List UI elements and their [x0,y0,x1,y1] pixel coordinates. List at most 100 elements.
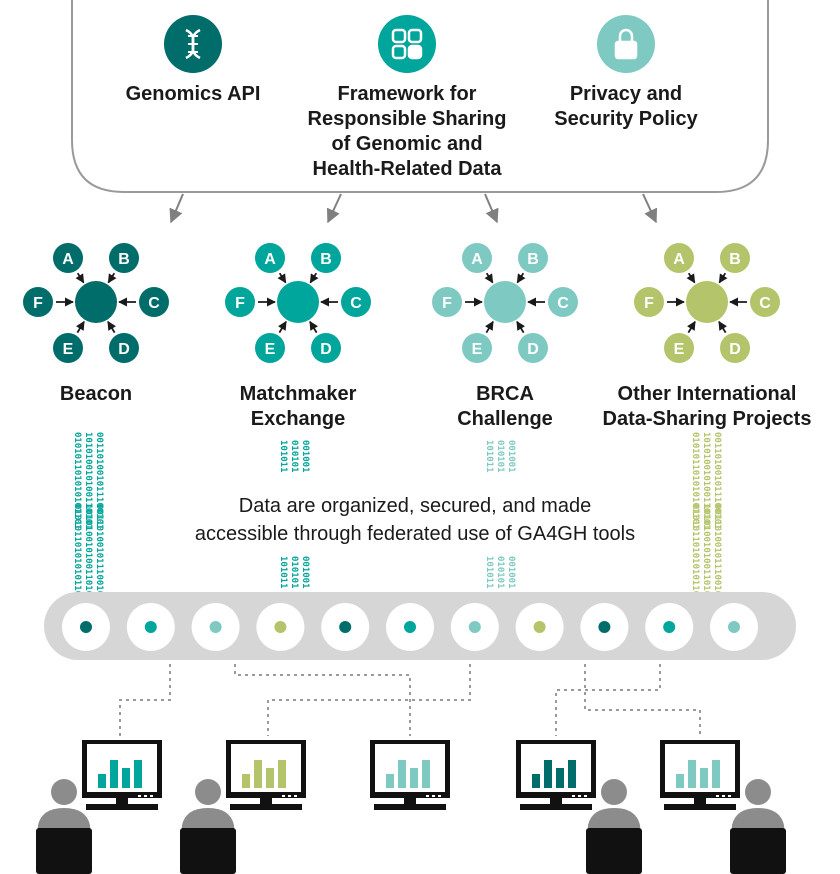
monitor-button [584,795,587,797]
binary-brca-upper-2: 001001 [506,440,516,473]
node-letter: B [729,251,741,268]
connector-5 [555,650,661,736]
dna-icon [185,28,201,60]
node-circle [109,333,139,363]
tool-label-line: Framework for [338,83,477,105]
tool-label-line: Genomics API [126,83,261,105]
monitor-base [230,804,302,810]
connector-lines [119,650,701,736]
node-letter: E [674,341,685,358]
node-circle [255,333,285,363]
node-letter: E [63,341,74,358]
binary-matchmaker-lower-1: 010101 [289,556,299,589]
connector-4 [584,650,701,736]
pipeline [44,592,796,660]
node-circle [432,287,462,317]
monitor-button [138,795,141,797]
node-circle [311,333,341,363]
node-letter: C [759,295,771,312]
grid-apps-icon [391,28,423,60]
binary-other-lower-0: 010101101010101101 [690,504,700,602]
monitor-base [86,804,158,810]
node-circle [225,287,255,317]
network-label-line: Beacon [60,383,132,405]
user-head [601,779,627,805]
binary-other-lower-2: 001101001011100101 [712,504,722,602]
monitor-base [520,804,592,810]
network-label-line: Other International [618,383,797,405]
node-letter: B [527,251,539,268]
binary-beacon-upper-2: 001101001011100101 [94,432,104,530]
network-label-line: Exchange [251,408,345,430]
binary-brca-lower-2: 001001 [506,556,516,589]
node-circle [311,243,341,273]
node-circle [634,287,664,317]
user-head [195,779,221,805]
workstation-1 [180,740,306,874]
node-arrow [516,272,526,284]
binary-beacon-upper-1: 101010010100110101 [83,432,93,530]
node-circle [750,287,780,317]
node-letter: A [264,251,276,268]
monitor-stand [116,798,128,804]
user-silhouette [730,779,786,874]
workstation-3 [516,740,642,874]
node-letter: D [729,341,741,358]
screen-bar [254,760,262,788]
pipeline-dot [80,621,92,633]
screen-bar [688,760,696,788]
binary-other-lower-1: 101010010100110101 [701,504,711,602]
node-circle [462,243,492,273]
node-letter: E [472,341,483,358]
monitor-stand [260,798,272,804]
screen-bar [422,760,430,788]
screen-bar [134,760,142,788]
node-letter: C [557,295,569,312]
node-letter: F [235,295,245,312]
center-caption: Data are organized, secured, and made ac… [195,495,635,545]
node-circle [664,333,694,363]
node-circle [341,287,371,317]
tool-label-line: Health-Related Data [313,158,503,180]
node-arrow [75,272,85,284]
lock-icon [614,28,638,60]
workstation-2 [370,740,450,810]
user-head [745,779,771,805]
node-letter: B [118,251,130,268]
binary-streams: 0101011010101011010101011010101011011010… [72,432,722,602]
node-letter: A [62,251,74,268]
arrow-to-matchmaker [326,193,342,224]
node-circle [720,333,750,363]
monitor-stand [404,798,416,804]
node-circle [462,333,492,363]
screen-bar [98,774,106,788]
binary-brca-upper-1: 010101 [495,440,505,473]
workstation-0 [36,740,162,874]
node-circle [664,243,694,273]
node-letter: E [265,341,276,358]
user-head [51,779,77,805]
node-circle [255,243,285,273]
node-circle [53,243,83,273]
screen-bar [544,760,552,788]
monitor-button [728,795,731,797]
node-arrow [484,320,494,334]
screen-bar [398,760,406,788]
node-letter: D [527,341,539,358]
screen-bar [266,768,274,788]
user-silhouette [36,779,92,874]
tool-label-line: Responsible Sharing [308,108,507,130]
pipeline-dot [533,621,546,633]
node-letter: C [148,295,160,312]
node-arrow [484,272,494,284]
network-label-line: Challenge [457,408,553,430]
binary-brca-lower-0: 101011 [484,556,494,589]
